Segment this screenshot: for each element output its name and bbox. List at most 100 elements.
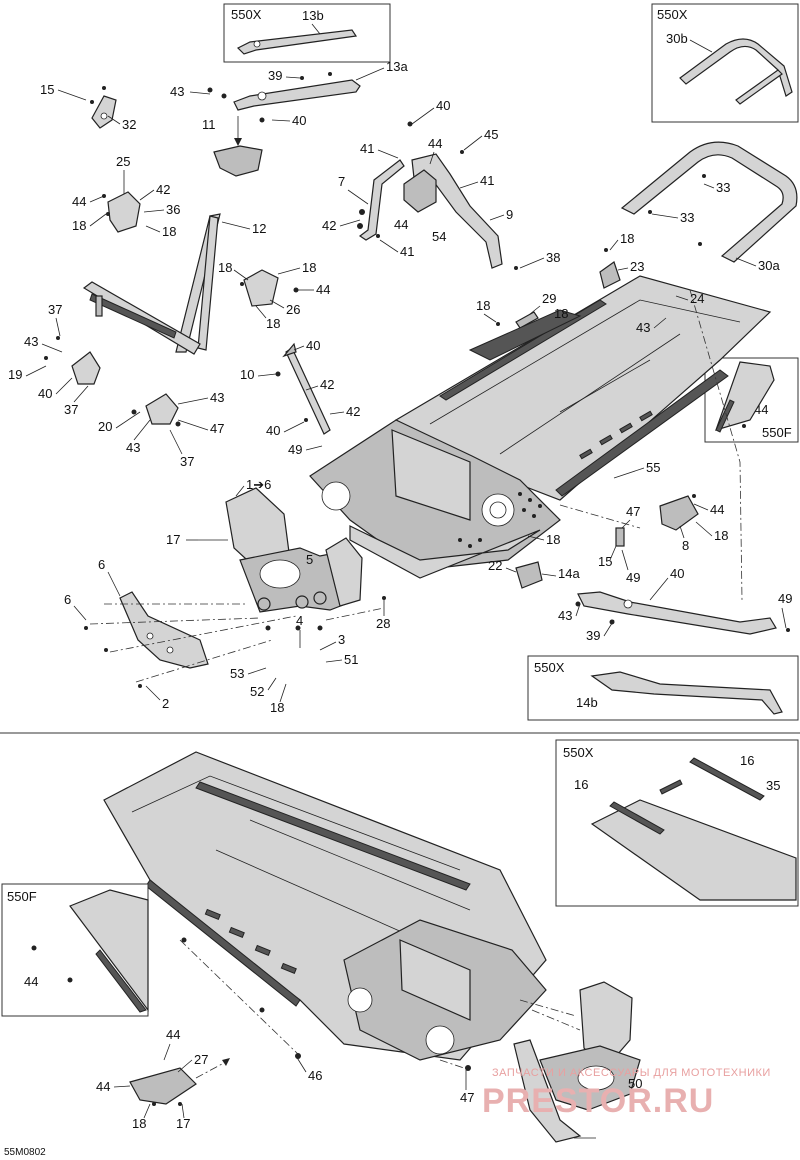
svg-text:43: 43 (24, 334, 38, 349)
svg-text:550X: 550X (657, 7, 688, 22)
svg-text:42: 42 (156, 182, 170, 197)
svg-text:10: 10 (240, 367, 254, 382)
svg-text:51: 51 (344, 652, 358, 667)
svg-text:2: 2 (162, 696, 169, 711)
part-8-pin (615, 527, 625, 547)
svg-text:18: 18 (218, 260, 232, 275)
svg-text:41: 41 (480, 173, 494, 188)
svg-text:18: 18 (132, 1116, 146, 1131)
part-5-side-plate (119, 591, 209, 669)
svg-text:33: 33 (716, 180, 730, 195)
svg-text:15: 15 (40, 82, 54, 97)
svg-text:30a: 30a (758, 258, 780, 273)
part-37-top (282, 342, 297, 358)
svg-text:18: 18 (554, 306, 568, 321)
svg-text:14a: 14a (558, 566, 580, 581)
detail-box-550f-right: 550F 44 (704, 357, 799, 443)
svg-text:45: 45 (484, 127, 498, 142)
svg-text:38: 38 (546, 250, 560, 265)
svg-text:44: 44 (166, 1027, 180, 1042)
svg-text:5: 5 (306, 552, 313, 567)
part-9-steering-arm (403, 153, 503, 269)
svg-text:6: 6 (98, 557, 105, 572)
svg-text:44: 44 (72, 194, 86, 209)
svg-text:550X: 550X (534, 660, 565, 675)
svg-text:44: 44 (96, 1079, 110, 1094)
svg-text:40: 40 (436, 98, 450, 113)
svg-text:43: 43 (126, 440, 140, 455)
svg-text:37: 37 (180, 454, 194, 469)
svg-text:40: 40 (306, 338, 320, 353)
svg-text:41: 41 (400, 244, 414, 259)
svg-text:33: 33 (680, 210, 694, 225)
watermark-brand: PRESTOR.RU (482, 1082, 714, 1120)
svg-text:35: 35 (766, 778, 780, 793)
svg-text:49: 49 (288, 442, 302, 457)
svg-text:18: 18 (266, 316, 280, 331)
svg-text:24: 24 (690, 291, 704, 306)
svg-text:29: 29 (542, 291, 556, 306)
main-chassis-top (309, 275, 772, 579)
svg-text:47: 47 (626, 504, 640, 519)
svg-text:8: 8 (682, 538, 689, 553)
svg-text:43: 43 (210, 390, 224, 405)
detail-box-550x-bottom: 550X 16 16 34 35 (555, 739, 799, 907)
svg-text:15: 15 (598, 554, 612, 569)
svg-text:43: 43 (636, 320, 650, 335)
part-32-bracket (91, 95, 117, 129)
svg-text:44: 44 (316, 282, 330, 297)
part-14a-rear-bar (577, 591, 777, 635)
svg-text:18: 18 (162, 224, 176, 239)
svg-text:37: 37 (48, 302, 62, 317)
svg-text:55: 55 (646, 460, 660, 475)
svg-text:46: 46 (308, 1068, 322, 1083)
svg-text:550F: 550F (7, 889, 37, 904)
part-11-bracket (213, 145, 263, 177)
svg-text:42: 42 (320, 377, 334, 392)
svg-text:30b: 30b (666, 31, 688, 46)
svg-text:23: 23 (630, 259, 644, 274)
svg-text:18: 18 (546, 532, 560, 547)
hardware-dots (44, 72, 790, 1106)
part-19-bracket (71, 351, 101, 385)
svg-text:47: 47 (460, 1090, 474, 1105)
part-22-bracket (515, 561, 543, 589)
svg-text:14b: 14b (576, 695, 598, 710)
svg-text:40: 40 (670, 566, 684, 581)
svg-text:49: 49 (626, 570, 640, 585)
svg-text:49: 49 (778, 591, 792, 606)
svg-text:9: 9 (506, 207, 513, 222)
svg-text:11: 11 (202, 117, 216, 132)
part-23-bracket (599, 261, 621, 289)
svg-text:18: 18 (714, 528, 728, 543)
svg-text:13b: 13b (302, 8, 324, 23)
svg-text:39: 39 (586, 628, 600, 643)
front-suspension-assembly (225, 487, 363, 613)
svg-text:7: 7 (338, 174, 345, 189)
svg-text:41: 41 (360, 141, 374, 156)
svg-text:39: 39 (268, 68, 282, 83)
svg-text:42: 42 (346, 404, 360, 419)
svg-text:17: 17 (166, 532, 180, 547)
svg-text:44: 44 (394, 217, 408, 232)
svg-text:43: 43 (170, 84, 184, 99)
svg-text:20: 20 (98, 419, 112, 434)
watermark-tagline: ЗАПЧАСТИ И АКСЕССУАРЫ ДЛЯ МОТОТЕХНИКИ (492, 1067, 771, 1079)
front-suspension-bottom (513, 981, 641, 1143)
svg-text:26: 26 (286, 302, 300, 317)
part-26-bracket (243, 269, 279, 307)
svg-text:13a: 13a (386, 59, 408, 74)
svg-text:16: 16 (574, 777, 588, 792)
callout-labels: 15 32 43 39 13a 40 11 40 44 45 41 41 7 9… (8, 59, 792, 1139)
svg-text:4: 4 (296, 613, 303, 628)
svg-text:40: 40 (266, 423, 280, 438)
svg-text:40: 40 (38, 386, 52, 401)
detail-box-550x-13b: 550X 13b (223, 3, 391, 63)
svg-text:19: 19 (8, 367, 22, 382)
svg-text:18: 18 (620, 231, 634, 246)
svg-text:1➔6: 1➔6 (246, 477, 271, 492)
svg-text:18: 18 (476, 298, 490, 313)
part-7-steering-support (358, 159, 405, 241)
svg-text:52: 52 (250, 684, 264, 699)
svg-text:36: 36 (166, 202, 180, 217)
